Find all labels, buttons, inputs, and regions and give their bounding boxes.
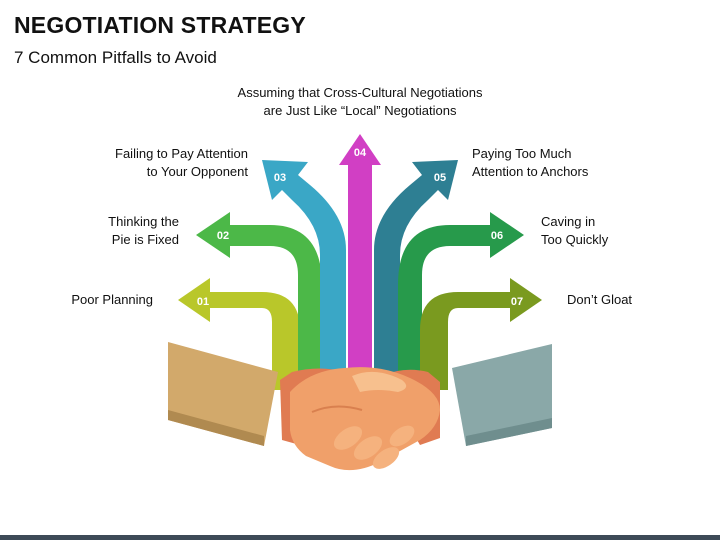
arrow-01-shape [178,278,300,390]
arrow-03-number: 03 [274,172,286,184]
label-02-line-1: Thinking the [108,214,179,229]
right-sleeve [452,344,552,446]
arrow-01: 01 [178,278,300,390]
arrow-07: 07 [420,278,542,390]
arrow-07-number: 07 [511,296,523,308]
label-07-line-1: Don’t Gloat [567,292,633,307]
arrow-03-shape [262,160,346,375]
slide-subtitle: 7 Common Pitfalls to Avoid [14,48,217,67]
arrow-05-number: 05 [434,172,446,184]
label-04-line-1: Assuming that Cross-Cultural Negotiation… [237,85,483,100]
label-07: Don’t Gloat [567,291,632,309]
label-04-line-2: are Just Like “Local” Negotiations [263,103,457,118]
arrow-04-number: 04 [354,147,367,159]
label-04: Assuming that Cross-Cultural Negotiation… [200,84,520,120]
arrow-02-number: 02 [217,230,229,242]
label-03-line-1: Failing to Pay Attention [115,146,248,161]
label-01-line-1: Poor Planning [71,292,153,307]
footer-bar [0,535,720,540]
label-06-line-1: Caving in [541,214,596,229]
label-05: Paying Too Much Attention to Anchors [472,145,588,181]
arrow-04-shape [339,134,381,378]
label-03: Failing to Pay Attention to Your Opponen… [115,145,248,181]
label-02: Thinking the Pie is Fixed [108,213,179,249]
arrow-01-number: 01 [197,296,209,308]
label-06: Caving in Too Quickly [541,213,608,249]
label-02-line-2: Pie is Fixed [111,232,179,247]
arrow-06-number: 06 [491,230,503,242]
arrow-07-shape [420,278,542,390]
arrow-04: 04 [339,134,381,378]
label-05-line-1: Paying Too Much [472,146,572,161]
label-03-line-2: to Your Opponent [146,164,248,179]
slide-title: NEGOTIATION STRATEGY [14,12,306,38]
handshake-icon [168,342,552,471]
label-05-line-2: Attention to Anchors [472,164,589,179]
label-01: Poor Planning [71,291,153,309]
arrow-06: 06 [398,212,524,380]
arrow-05: 05 [374,160,458,375]
arrow-02: 02 [196,212,322,380]
arrow-02-shape [196,212,322,380]
arrow-03: 03 [262,160,346,375]
arrow-06-shape [398,212,524,380]
arrow-05-shape [374,160,458,375]
label-06-line-2: Too Quickly [541,232,609,247]
